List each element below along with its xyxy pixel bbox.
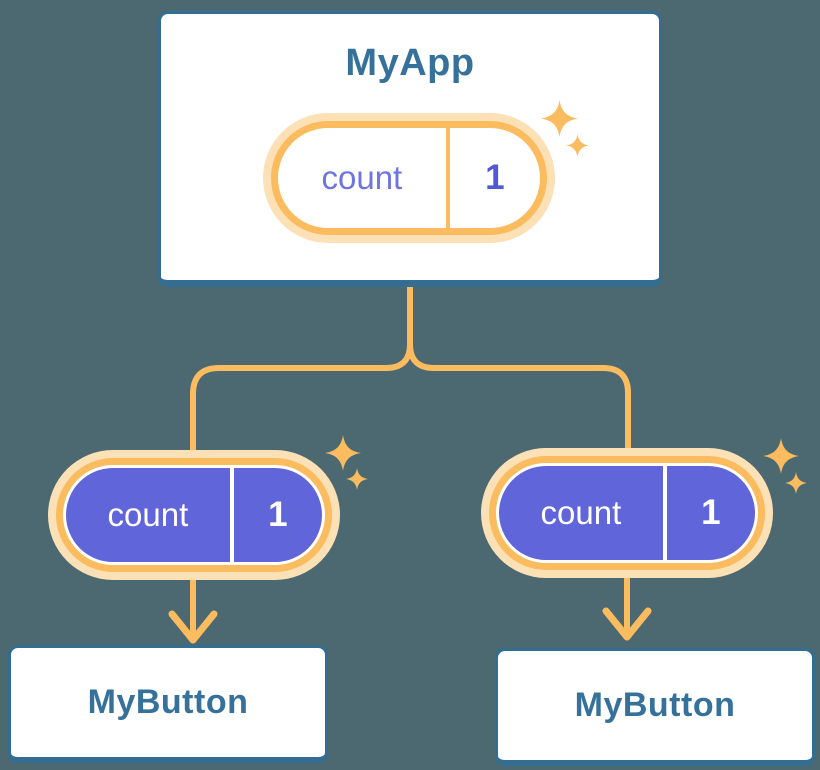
prop-pill-ring: count 1 (489, 456, 765, 570)
prop-pill-body: count 1 (496, 463, 758, 563)
prop-name: count (540, 494, 622, 531)
state-pill-body: count 1 (278, 128, 540, 228)
state-name: count (321, 159, 403, 196)
state-pill-root: count 1 (263, 113, 555, 243)
pill-divider (445, 128, 450, 228)
prop-name: count (107, 496, 189, 533)
prop-value: 1 (268, 495, 288, 534)
pill-divider (662, 466, 667, 560)
prop-pill-body: count 1 (63, 465, 325, 565)
state-pill-ring: count 1 (271, 121, 547, 235)
prop-value: 1 (701, 493, 721, 532)
component-title: MyButton (574, 686, 736, 724)
component-card-mybutton-left: MyButton (8, 645, 328, 763)
sparkle-icon (785, 472, 807, 494)
branch-line-right (407, 286, 631, 454)
component-title: MyButton (87, 683, 249, 721)
sparkle-icon (566, 134, 589, 157)
branch-line-left (190, 286, 413, 456)
pill-divider (229, 468, 234, 562)
state-value: 1 (485, 158, 505, 197)
sparkle-icon (763, 438, 799, 474)
prop-pill-left: count 1 (48, 450, 340, 580)
prop-pill-ring: count 1 (56, 458, 332, 572)
component-title: MyApp (345, 42, 475, 84)
sparkle-icon (325, 435, 361, 471)
prop-pill-right: count 1 (481, 448, 773, 578)
component-card-mybutton-right: MyButton (495, 648, 815, 766)
sparkle-icon (541, 100, 578, 137)
arrow-down-right-head (602, 607, 652, 641)
sparkle-icon (346, 468, 368, 490)
arrow-down-left-head (168, 610, 218, 644)
